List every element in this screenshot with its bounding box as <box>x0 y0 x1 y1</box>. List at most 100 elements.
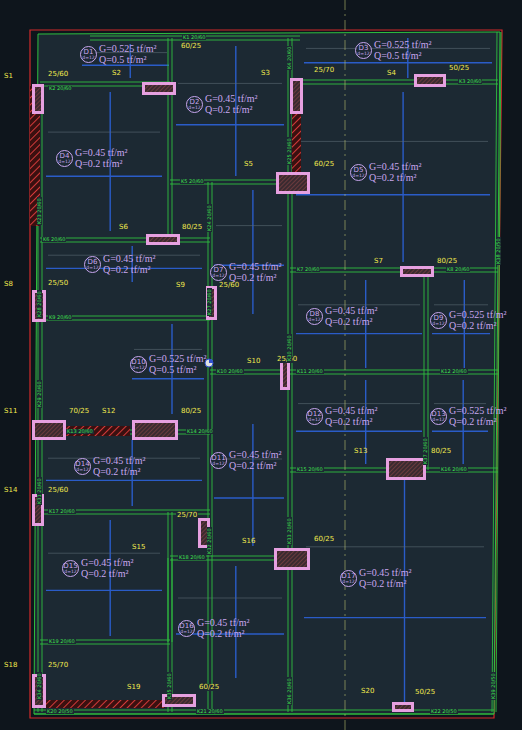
beam-label: K30 20/60 <box>287 334 292 362</box>
column-core <box>293 81 300 111</box>
slab-thickness: d=12 <box>76 468 88 473</box>
beam-label: K33 20/60 <box>287 517 292 545</box>
column-name: S5 <box>244 161 253 168</box>
live-load: Q=0.5 tf/m² <box>374 51 432 62</box>
dead-load: G=0.45 tf/m² <box>81 558 134 569</box>
slab-mark: D8d=12 <box>306 308 323 325</box>
load-block: G=0.45 tf/m²Q=0.2 tf/m² <box>197 618 250 639</box>
slab-tag: D3d=12G=0.525 tf/m²Q=0.5 tf/m² <box>355 40 432 61</box>
slab-id: D1 <box>84 49 94 56</box>
column <box>414 74 446 87</box>
slab-tag: D10d=12G=0.525 tf/m²Q=0.5 tf/m² <box>130 354 207 375</box>
column-outline <box>386 458 426 480</box>
live-load: Q=0.2 tf/m² <box>229 461 282 472</box>
beam-label: K10 20/60 <box>216 369 244 374</box>
column <box>206 286 217 320</box>
beam-label: K6 20/60 <box>42 237 66 242</box>
slab-mark: D11d=12 <box>210 452 227 469</box>
slab-panel: D7d=12G=0.45 tf/m²Q=0.2 tf/m² <box>210 186 288 318</box>
beam-label: K5 20/60 <box>180 179 204 184</box>
column-outline <box>32 420 66 440</box>
slab-thickness: d=12 <box>188 106 200 111</box>
slab-id: D16 <box>179 623 193 630</box>
rebar-line <box>434 403 486 404</box>
column-outline <box>146 234 180 245</box>
live-load: Q=0.5 tf/m² <box>99 55 157 66</box>
slab-thickness: d=12 <box>308 418 320 423</box>
rebar-line <box>46 175 162 176</box>
beam-label: K18 20/60 <box>178 555 206 560</box>
slab-panel: D16d=12G=0.45 tf/m²Q=0.2 tf/m² <box>172 562 288 682</box>
slab-tag: D16d=12G=0.45 tf/m²Q=0.2 tf/m² <box>178 618 250 639</box>
dead-load: G=0.45 tf/m² <box>369 162 422 173</box>
slab-mark: D16d=12 <box>178 620 195 637</box>
rebar-line <box>132 378 204 379</box>
slab-panel: D17d=12G=0.45 tf/m²Q=0.2 tf/m² <box>300 476 490 712</box>
column <box>32 84 44 114</box>
beam-label: K1 20/60 <box>182 35 206 40</box>
column-core <box>277 551 307 567</box>
slab-thickness: d=12 <box>212 462 224 467</box>
column-outline <box>142 82 176 95</box>
column-core <box>403 269 431 274</box>
rebar-line <box>46 590 162 591</box>
column-name: S16 <box>242 538 255 545</box>
column-name: S10 <box>247 358 260 365</box>
column <box>386 458 426 480</box>
rebar-line <box>48 132 160 133</box>
beam-lines <box>34 32 501 714</box>
slab-id: D11 <box>211 455 225 462</box>
column-size: 25/60 <box>47 71 69 78</box>
dead-load: G=0.45 tf/m² <box>93 456 146 467</box>
column <box>32 420 66 440</box>
beam-label: K13 20/60 <box>66 429 94 434</box>
beam-line <box>172 512 173 642</box>
live-load: Q=0.2 tf/m² <box>449 417 507 428</box>
column-size: 70/25 <box>68 408 90 415</box>
slab-thickness: d=12 <box>180 630 192 635</box>
wall-hatch <box>40 700 165 708</box>
column <box>290 78 303 114</box>
slab-thickness: d=12 <box>308 318 320 323</box>
slab-tag: D5d=12G=0.45 tf/m²Q=0.2 tf/m² <box>350 162 422 183</box>
slab-tag: D13d=12G=0.525 tf/m²Q=0.2 tf/m² <box>430 406 507 427</box>
beam-line <box>496 32 501 712</box>
slab-tag: D12d=12G=0.45 tf/m²Q=0.2 tf/m² <box>306 406 378 427</box>
rebar-line <box>134 349 202 350</box>
column-name: S19 <box>127 684 140 691</box>
slab-id: D17 <box>341 573 355 580</box>
column <box>32 290 46 322</box>
beam-label: K32 20/60 <box>207 527 212 555</box>
slab-mark: D2d=12 <box>186 96 203 113</box>
columns <box>32 74 446 712</box>
load-block: G=0.45 tf/m²Q=0.2 tf/m² <box>103 254 156 275</box>
slab-mark: D12d=12 <box>306 408 323 425</box>
live-load: Q=0.2 tf/m² <box>449 321 507 332</box>
live-load: Q=0.5 tf/m² <box>149 365 207 376</box>
column-name: S13 <box>354 448 367 455</box>
dead-load: G=0.525 tf/m² <box>99 44 157 55</box>
beam-line <box>34 714 494 715</box>
beam-label: K4 20/60 <box>287 46 292 70</box>
dead-load: G=0.45 tf/m² <box>325 406 378 417</box>
column-size: 80/25 <box>181 224 203 231</box>
column-name: S3 <box>261 70 270 77</box>
slab-panel: D11d=12G=0.45 tf/m²Q=0.2 tf/m² <box>210 420 288 550</box>
rebar-line <box>178 83 282 84</box>
beam-label: K17 20/60 <box>48 509 76 514</box>
column-name: S2 <box>112 70 121 77</box>
slab-panel: D15d=12G=0.45 tf/m²Q=0.2 tf/m² <box>42 516 166 640</box>
beam-label: K14 20/60 <box>186 429 214 434</box>
rebar-line <box>404 480 405 708</box>
slab-id: D15 <box>63 563 77 570</box>
beam-label: K19 20/60 <box>48 639 76 644</box>
column-outline <box>32 84 44 114</box>
rebar-line <box>298 141 488 142</box>
slab-tag: D8d=12G=0.45 tf/m²Q=0.2 tf/m² <box>306 306 378 327</box>
load-block: G=0.525 tf/m²Q=0.2 tf/m² <box>449 310 507 331</box>
load-block: G=0.525 tf/m²Q=0.5 tf/m² <box>99 44 157 65</box>
column <box>132 420 178 440</box>
column <box>146 234 180 245</box>
beam-label: K38 20/50 <box>496 237 501 265</box>
column-name: S11 <box>4 408 17 415</box>
